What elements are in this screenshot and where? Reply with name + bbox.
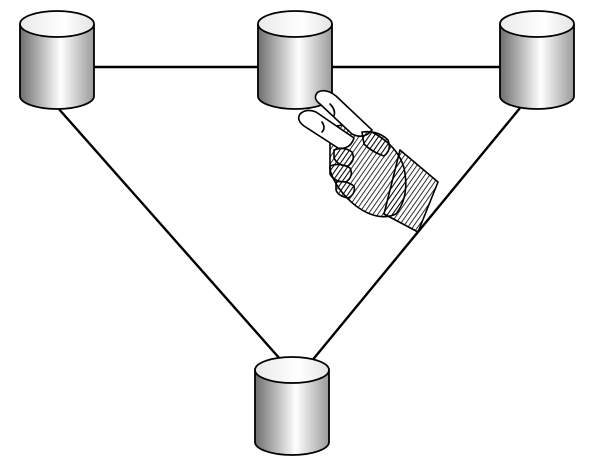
database-nodes — [19, 10, 575, 456]
edge-top-left-to-bottom — [57, 107, 289, 369]
database-top-right-icon[interactable] — [499, 10, 575, 110]
database-top-left-icon[interactable] — [19, 10, 95, 110]
database-bottom-icon[interactable] — [254, 356, 330, 456]
edge-top-right-to-bottom — [305, 107, 521, 369]
pointing-hand-icon — [297, 89, 439, 233]
connections — [57, 65, 521, 369]
